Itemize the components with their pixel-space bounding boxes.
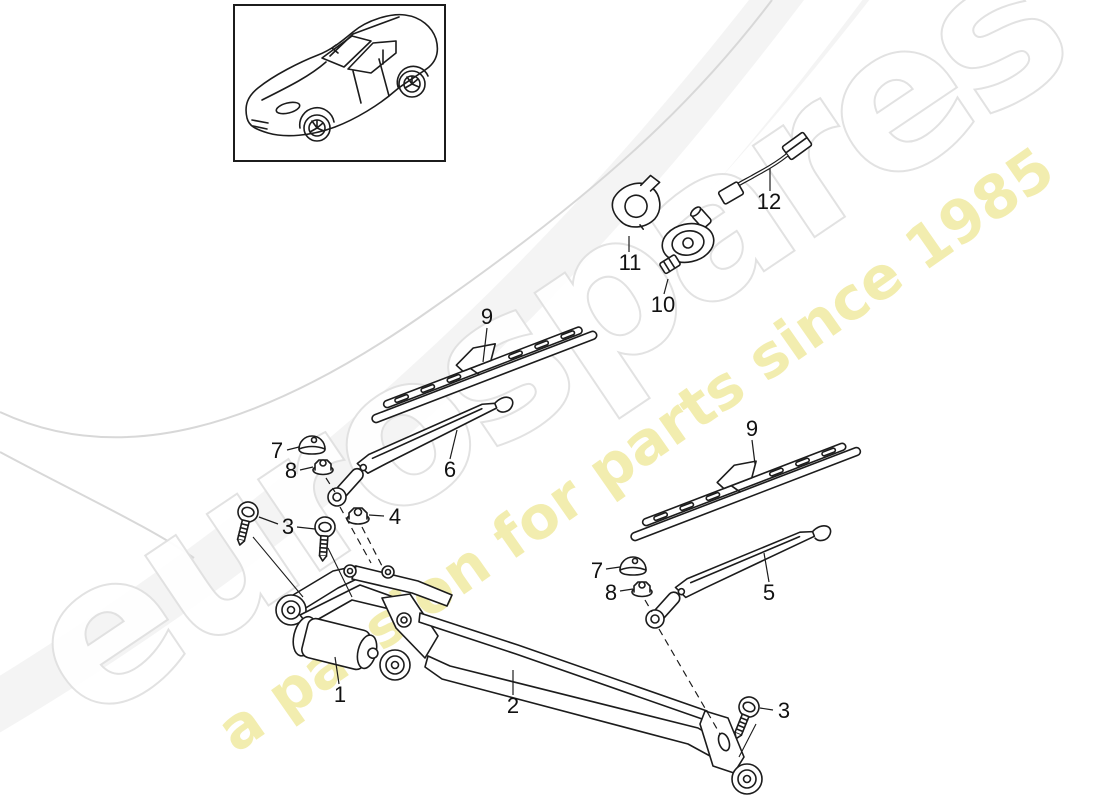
callout-12: 12 [757,189,781,214]
part-9-wiper-blade-left [371,326,598,424]
callout-11: 11 [619,250,642,275]
hardware-leader-lines [252,477,757,758]
callout-7-left: 7 [271,438,283,463]
callout-2: 2 [507,693,519,718]
callout-5: 5 [763,580,775,605]
callout-10: 10 [651,292,675,317]
part-2-linkage [418,612,763,795]
callout-7-right: 7 [591,558,603,583]
part-7-cap-right [619,556,647,576]
callout-1: 1 [334,682,346,707]
part-12-cable [717,131,813,205]
part-3-screw-left-a [236,501,259,546]
part-7-cap-left [298,435,326,455]
part-10-rain-sensor [659,206,715,275]
watermark-brand-text: eurospares [0,0,1100,767]
callout-9-right: 9 [746,416,758,441]
part-8-nut-right [631,581,653,598]
car-illustration [245,13,439,142]
car-inset [233,4,446,162]
part-5-wiper-arm-right [645,525,832,629]
part-11-cover [611,174,661,230]
watermark: eurospares a passion for parts since 198… [0,0,1100,767]
callout-9-left: 9 [481,304,493,329]
callout-3-left: 3 [282,514,294,539]
callout-3-right: 3 [778,698,790,723]
part-3-screw-left-b [314,516,336,562]
callout-4: 4 [389,504,401,529]
callout-6: 6 [444,457,456,482]
callouts: 9 6 7 8 4 3 1 2 7 8 5 9 3 10 11 12 [258,168,790,723]
part-6-wiper-arm-left [327,396,514,507]
callout-8-right: 8 [605,580,617,605]
part-8-nut-left [312,459,334,476]
callout-8-left: 8 [285,458,297,483]
part-4-nut [346,507,370,525]
part-9-wiper-blade-right [630,442,862,542]
